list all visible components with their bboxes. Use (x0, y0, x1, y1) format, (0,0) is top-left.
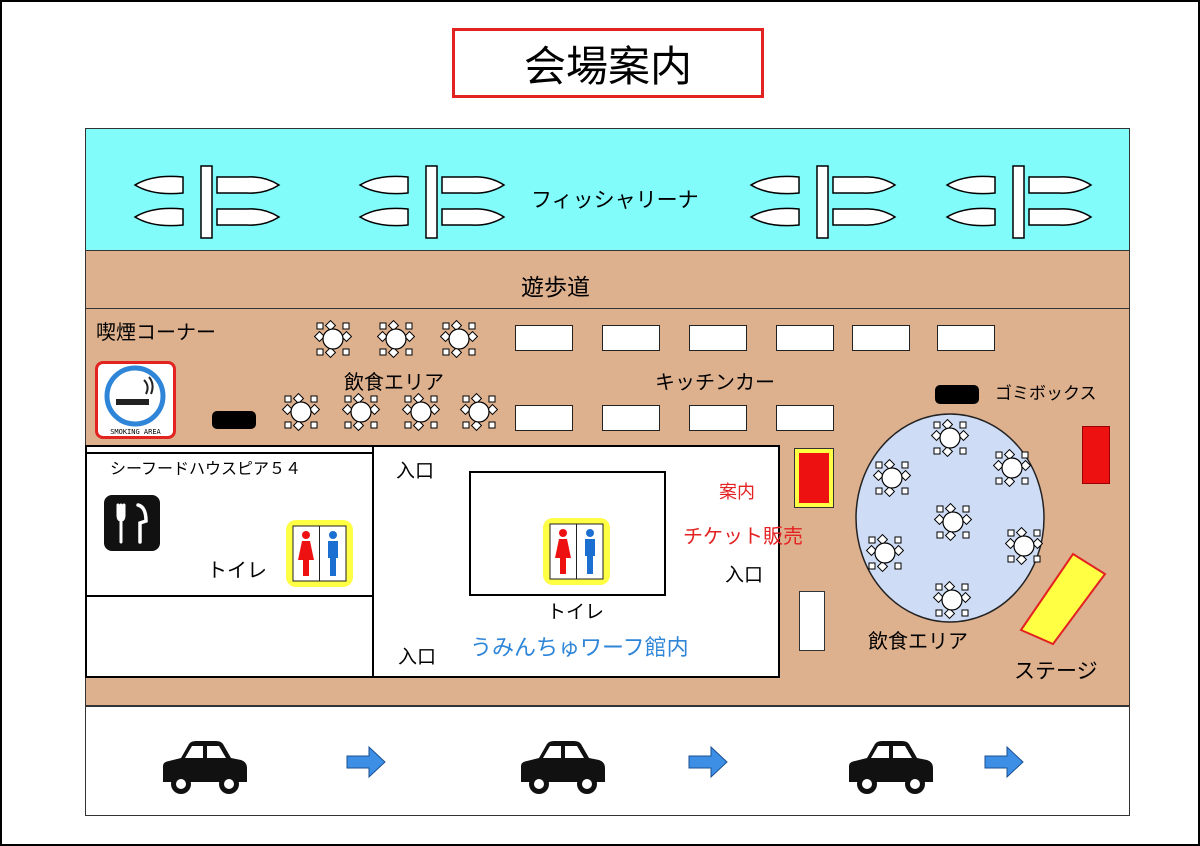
information-booth-inner (799, 453, 829, 503)
label-entrance-2: 入口 (725, 564, 764, 586)
label-dining-area-1: 飲食エリア (344, 370, 444, 394)
kitchen-car-stall (776, 325, 834, 351)
table-icon (865, 533, 905, 573)
boat-icon (751, 166, 895, 238)
kitchen-car-stall (937, 325, 995, 351)
table-icon (401, 392, 441, 432)
table-icon (376, 319, 416, 359)
label-promenade: 遊歩道 (521, 275, 590, 301)
table-icon (933, 502, 973, 542)
smoking-area-sign: SMOKING AREA (95, 361, 176, 439)
dining-area-2 (855, 413, 1045, 623)
dining-tables-1 (281, 319, 499, 432)
arrow-right-icon (688, 746, 728, 778)
table-icon (992, 448, 1032, 488)
label-entrance-3: 入口 (398, 646, 437, 668)
restaurant-icon (104, 495, 160, 551)
table-icon (932, 580, 972, 620)
smoking-area-text: SMOKING AREA (110, 428, 161, 436)
arrow-right-icon (346, 746, 386, 778)
label-toilet-2: トイレ (547, 601, 605, 623)
kitchen-car-stall (689, 325, 747, 351)
table-icon (459, 392, 499, 432)
label-smoking-corner: 喫煙コーナー (96, 320, 216, 344)
white-post (799, 591, 825, 651)
label-information: 案内 (719, 482, 755, 503)
road-traffic (163, 741, 1024, 794)
boat-icon (947, 166, 1091, 238)
smoking-icon (104, 365, 166, 427)
label-garbage-box: ゴミボックス (995, 384, 1097, 404)
map-title-text: 会場案内 (523, 41, 692, 91)
kitchen-car-stall (852, 325, 910, 351)
table-icon (313, 319, 353, 359)
table-icon (930, 418, 970, 458)
car-icon (849, 741, 933, 794)
table-icon (439, 319, 479, 359)
garbage-bin-1 (212, 411, 256, 429)
garbage-bin-2 (935, 385, 979, 404)
road (85, 706, 1130, 816)
restroom-icon (543, 518, 610, 585)
red-marker (1082, 426, 1110, 484)
label-dining-area-2: 飲食エリア (868, 629, 968, 653)
table-icon (341, 392, 381, 432)
stage-platform (1019, 552, 1107, 646)
boat-icon (135, 166, 279, 238)
label-umin-wharf: うみんちゅワーフ館内 (470, 636, 689, 661)
table-icon (281, 392, 321, 432)
label-seafood-house: シーフードハウスピア５４ (110, 459, 302, 478)
boat-icon (360, 166, 504, 238)
label-kitchen-car: キッチンカー (655, 370, 775, 394)
label-ticket-sales: チケット販売 (683, 524, 803, 548)
kitchen-car-stall (515, 325, 573, 351)
arrow-right-icon (984, 746, 1024, 778)
label-stage: ステージ (1014, 659, 1098, 683)
label-entrance-1: 入口 (396, 460, 435, 482)
kitchen-car-stall (776, 405, 834, 431)
kitchen-car-stall (602, 325, 660, 351)
car-icon (521, 741, 605, 794)
kitchen-car-stall (602, 405, 660, 431)
label-fishing-marina: フィッシャリーナ (531, 188, 699, 212)
kitchen-car-stall (515, 405, 573, 431)
car-icon (163, 741, 247, 794)
kitchen-car-stall (689, 405, 747, 431)
promenade-border (85, 308, 1130, 309)
restroom-icon (286, 520, 353, 587)
map-title: 会場案内 (452, 28, 764, 98)
label-toilet-1: トイレ (207, 558, 267, 582)
table-icon (872, 458, 912, 498)
building-divider (372, 445, 374, 678)
